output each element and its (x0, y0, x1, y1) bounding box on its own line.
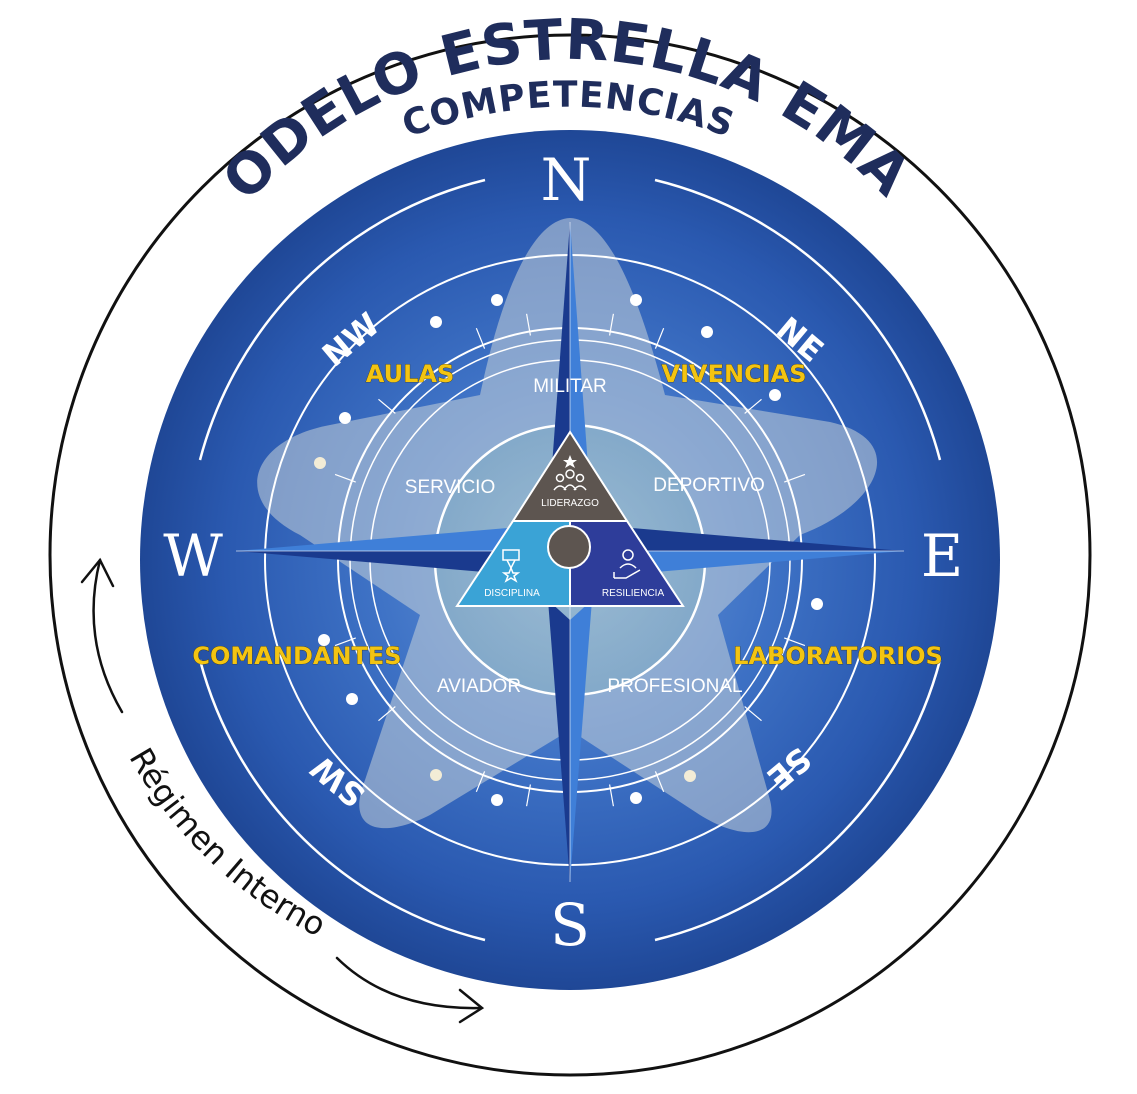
ring-tick (475, 327, 486, 349)
ring-tick (654, 327, 665, 349)
ring-tick (525, 313, 531, 336)
ring-tick (654, 771, 665, 793)
cardinal-south: S (550, 891, 590, 959)
dimension-label-top: MILITAR (533, 376, 607, 397)
environment-label-bottom-left: COMANDANTES (192, 642, 401, 670)
ring-tick (334, 637, 356, 647)
ring-tick (378, 398, 396, 414)
ring-tick (784, 637, 806, 647)
dot (339, 412, 351, 424)
ring-tick (744, 706, 762, 722)
dot (684, 770, 696, 782)
dimension-label-upper-left: SERVICIO (405, 477, 495, 498)
dot (701, 326, 713, 338)
dot (430, 769, 442, 781)
environment-label-bottom-right: LABORATORIOS (733, 642, 943, 670)
core-center (547, 525, 591, 569)
cardinal-north: N (541, 146, 592, 214)
core-label-top: LIDERAZGO (541, 498, 599, 509)
helping-hand-icon (613, 549, 641, 579)
ring-tick (744, 398, 762, 414)
dot (769, 389, 781, 401)
cardinal-east: E (921, 522, 963, 590)
ring-tick (609, 313, 615, 336)
ring-dots (314, 294, 823, 806)
dot (811, 598, 823, 610)
ring-tick (784, 473, 806, 483)
ring-tick (525, 784, 531, 807)
medal-icon (501, 549, 521, 583)
leadership-group-icon (553, 455, 587, 491)
dot (314, 457, 326, 469)
environment-label-top-right: VIVENCIAS (662, 360, 807, 388)
dot (318, 634, 330, 646)
ring-ticks (334, 313, 806, 807)
dot (630, 792, 642, 804)
dot (630, 294, 642, 306)
core-label-left: DISCIPLINA (484, 588, 540, 599)
compass-outer-arcs (198, 178, 942, 942)
dimension-label-upper-right: DEPORTIVO (653, 475, 765, 496)
ring-tick (609, 784, 615, 807)
dimension-label-lower-left: AVIADOR (437, 676, 521, 697)
dot (430, 316, 442, 328)
cardinal-west: W (163, 522, 223, 590)
dot (491, 294, 503, 306)
ring-tick (378, 706, 396, 722)
ring-tick (334, 473, 356, 483)
dimension-label-lower-right: PROFESIONAL (607, 676, 742, 697)
environment-label-top-left: AULAS (366, 360, 454, 388)
ring-tick (475, 771, 486, 793)
dot (346, 693, 358, 705)
curved-arrow-icon (335, 956, 485, 1024)
curved-arrow-icon (80, 557, 124, 714)
core-label-right: RESILIENCIA (602, 588, 665, 599)
dot (491, 794, 503, 806)
